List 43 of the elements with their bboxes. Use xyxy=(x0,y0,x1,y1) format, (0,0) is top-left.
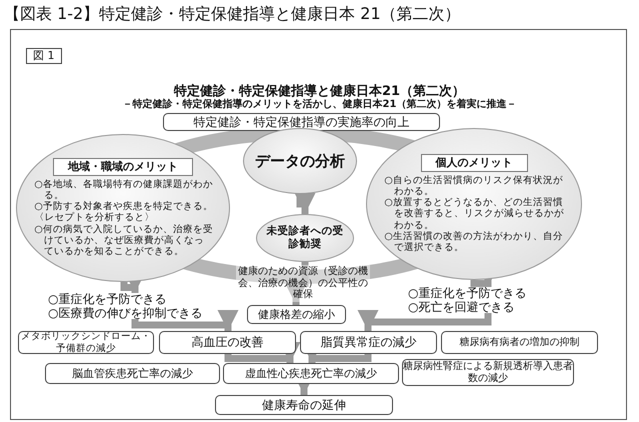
arrow xyxy=(224,342,300,363)
edge-label: 健康のための資源（受診の機会、治療の機会）の公平性の確保 xyxy=(236,265,370,302)
subheading-text: －特定健診・特定保健指導のメリットを活かし、健康日本21（第二次）を着実に推進－ xyxy=(122,98,518,111)
heading-text: 特定健診・特定保健指導と健康日本21（第二次） xyxy=(172,82,466,99)
box-text: メタボリックシンドローム・予備群の減少 xyxy=(20,331,152,354)
box-text: 健康格差の縮小 xyxy=(258,308,335,322)
bullet-text: ○何の病気で入院しているか、治療を受けているか、なぜ医療費が高くなっているかを知ることができる。 xyxy=(33,224,214,258)
node-text: データの分析 xyxy=(254,152,346,170)
outcome-line: ○重症化を予防できる xyxy=(408,286,526,300)
arrow xyxy=(132,310,238,331)
process-box xyxy=(159,331,296,354)
heading-label: 地域・職域のメリット xyxy=(53,158,193,176)
box-text: 糖尿病有病者の増加の抑制 xyxy=(460,336,580,348)
box-text: 脳血管疾患死亡率の減少 xyxy=(72,366,193,380)
outcome-line: ○医療費の伸びを抑制できる xyxy=(48,306,202,320)
box-text: 虚血性心疾患死亡率の減少 xyxy=(245,366,377,380)
outcome-line: ○重症化を予防できる xyxy=(48,292,166,306)
node-text: 未受診者への受診勧奨 xyxy=(266,225,344,251)
box-text: 健康寿命の延伸 xyxy=(262,398,346,412)
box-text: 糖尿病性腎症による新規透析導入患者数の減少 xyxy=(403,360,573,384)
arrow xyxy=(286,262,308,305)
page-title: 【図表 1-2】特定健診・特定保健指導と健康日本 21（第二次） xyxy=(4,4,461,25)
bullet-text: ○自らの生活習慣病のリスク保有状況がわかる。 xyxy=(383,174,564,197)
process-box xyxy=(163,113,440,131)
outcome-line: ○死亡を回避できる xyxy=(408,300,514,314)
process-box xyxy=(223,363,399,384)
figure-tag: 図 1 xyxy=(26,48,62,64)
bullet-text: ○予防する対象者や疾患を特定できる。 xyxy=(33,201,214,212)
arrow xyxy=(358,310,492,331)
process-box xyxy=(441,331,598,354)
bullet-text: 〈レセプトを分析すると〉 xyxy=(33,212,156,224)
bullet-text: ○放置するとどうなるか、どの生活習慣を改善すると、リスクが減らせるかがわかる。 xyxy=(383,197,565,231)
bullet-text: ○各地域、各職場特有の健康課題がわかる。 xyxy=(33,178,214,201)
box-text: 特定健診・特定保健指導の実施率の向上 xyxy=(194,114,410,130)
process-box xyxy=(215,395,393,415)
heading-label: 個人のメリット xyxy=(420,154,528,172)
box-text: 脂質異常症の減少 xyxy=(320,335,416,350)
box-text: 高血圧の改善 xyxy=(192,335,264,350)
arrow xyxy=(294,193,316,214)
process-box xyxy=(300,331,437,354)
process-box xyxy=(247,305,346,324)
process-box xyxy=(45,363,220,384)
bullet-text: ○生活習慣の改善の方法がわかり、自分で選択できる。 xyxy=(383,231,564,254)
